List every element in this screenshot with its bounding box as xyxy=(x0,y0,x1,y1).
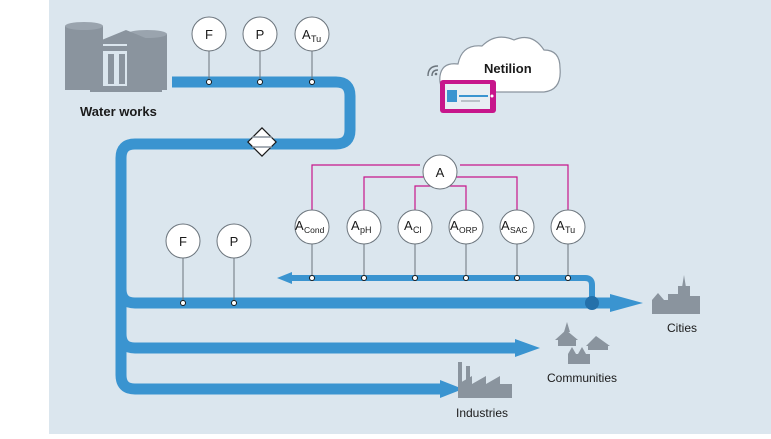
svg-text:A: A xyxy=(436,165,445,180)
instrument-F-top: F xyxy=(191,16,227,85)
industries-label: Industries xyxy=(456,406,508,420)
sample-line xyxy=(292,275,595,303)
branch-industries xyxy=(115,334,440,395)
sensor-A-SAC: A SAC xyxy=(499,209,535,281)
water-works-icon xyxy=(65,22,167,92)
svg-text:F: F xyxy=(179,234,187,249)
sensor-A-pH: A pH xyxy=(346,209,382,281)
valve-icon xyxy=(247,127,277,157)
svg-text:A: A xyxy=(450,218,459,233)
svg-text:A: A xyxy=(404,218,413,233)
svg-text:Tu: Tu xyxy=(311,34,321,44)
svg-text:ORP: ORP xyxy=(459,225,478,235)
cities-icon xyxy=(652,275,700,314)
svg-text:P: P xyxy=(230,234,239,249)
analyzer-A: A xyxy=(422,154,458,190)
svg-text:A: A xyxy=(556,218,565,233)
sensor-A-Tu: A Tu xyxy=(550,209,586,281)
svg-text:SAC: SAC xyxy=(510,225,527,235)
svg-text:Cl: Cl xyxy=(413,225,422,235)
svg-text:A: A xyxy=(351,218,360,233)
cloud-icon xyxy=(439,36,561,93)
middle-instruments xyxy=(182,257,235,303)
cities-label: Cities xyxy=(667,321,697,335)
instrument-P-top: P xyxy=(242,16,278,85)
svg-text:A: A xyxy=(501,218,510,233)
tablet-icon xyxy=(440,80,496,113)
top-instruments xyxy=(208,50,313,82)
svg-text:Cond: Cond xyxy=(304,225,325,235)
signal-lines xyxy=(311,164,569,210)
svg-text:P: P xyxy=(256,27,265,42)
svg-text:Tu: Tu xyxy=(565,225,575,235)
pipe-network xyxy=(115,76,610,395)
sensor-A-ORP: A ORP xyxy=(448,209,484,281)
communities-icon xyxy=(555,322,610,364)
sensor-A-Cond: A Cond xyxy=(294,209,330,281)
sensor-A-Cl: A Cl xyxy=(397,209,433,281)
instrument-A-Tu-top: A Tu xyxy=(294,16,330,85)
svg-text:A: A xyxy=(302,27,311,42)
communities-label: Communities xyxy=(547,371,617,385)
netilion-label: Netilion xyxy=(484,61,532,76)
arrow-cities xyxy=(610,294,643,312)
industries-icon xyxy=(458,362,512,398)
svg-text:pH: pH xyxy=(360,225,372,235)
sample-tap xyxy=(585,296,599,310)
svg-text:A: A xyxy=(295,218,304,233)
svg-text:F: F xyxy=(205,27,213,42)
instrument-P-middle: P xyxy=(216,223,252,306)
wifi-icon xyxy=(427,65,439,77)
arrow-industries xyxy=(440,380,463,398)
arrow-sample-return xyxy=(277,272,292,284)
water-works-label: Water works xyxy=(80,104,157,119)
instrument-F-middle: F xyxy=(165,223,201,306)
arrow-communities xyxy=(515,339,540,357)
sensor-stems xyxy=(311,244,569,278)
